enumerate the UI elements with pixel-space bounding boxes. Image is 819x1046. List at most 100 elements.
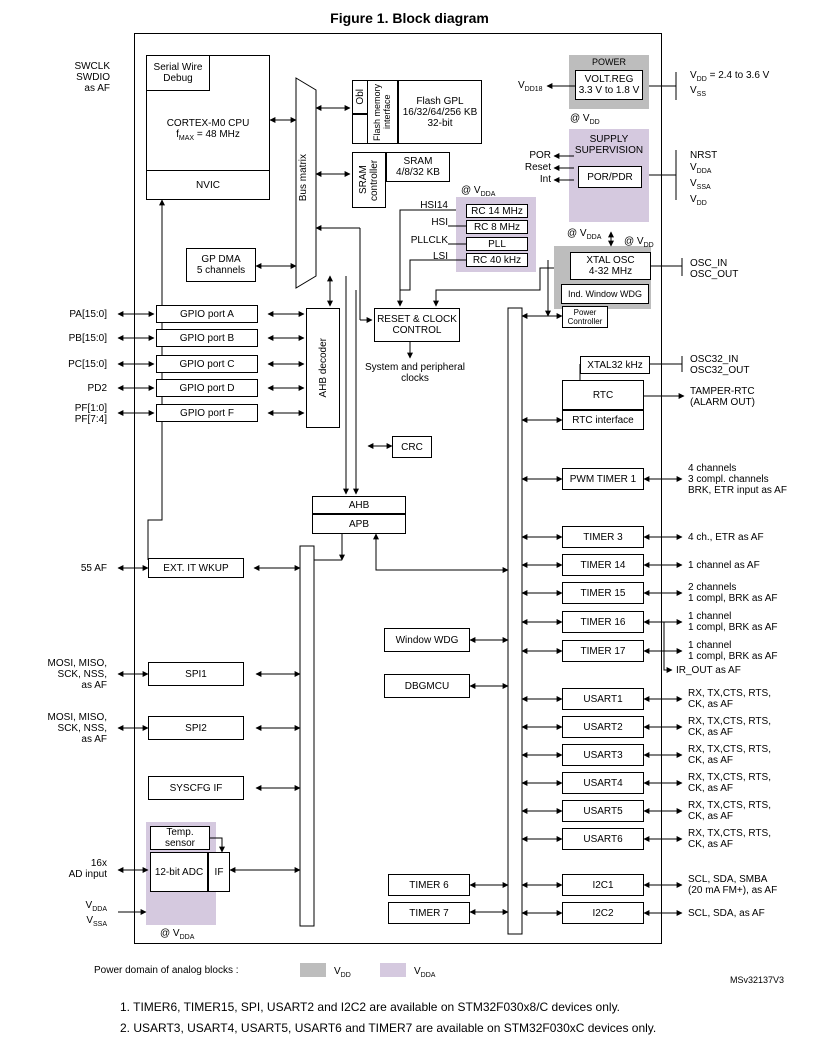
peripheral-pins-8: RX, TX,CTS, RTS, CK, as AF bbox=[688, 744, 771, 766]
swd-signals: SWCLK SWDIO as AF bbox=[74, 61, 110, 94]
footnote-1: 1. TIMER6, TIMER15, SPI, USART2 and I2C2… bbox=[120, 1000, 621, 1014]
rc-8mhz: RC 8 MHz bbox=[466, 220, 528, 234]
peripheral-pins-0: 4 channels 3 compl. channels BRK, ETR in… bbox=[688, 462, 787, 496]
sram-block: SRAM 4/8/32 KB bbox=[386, 152, 450, 182]
gpio-pins-b: PB[15:0] bbox=[68, 333, 107, 344]
serial-wire-debug: Serial Wire Debug bbox=[146, 55, 210, 91]
chip-outline bbox=[134, 33, 662, 944]
peripheral-timer-3: TIMER 3 bbox=[562, 526, 644, 548]
adc-input: 16x AD input bbox=[68, 858, 107, 880]
temp-sensor: Temp. sensor bbox=[150, 826, 210, 850]
at-vdd: @ VDD bbox=[570, 113, 600, 126]
crc-block: CRC bbox=[392, 436, 432, 458]
peripheral-pins-5: 1 channel 1 compl, BRK as AF bbox=[688, 640, 778, 662]
voltage-regulator: VOLT.REG 3.3 V to 1.8 V bbox=[575, 70, 643, 100]
sram-controller: SRAM controller bbox=[352, 152, 386, 208]
peripheral-pins-13: SCL, SDA, as AF bbox=[688, 907, 765, 919]
gpio-port-c: GPIO port C bbox=[156, 355, 258, 373]
ext-it-wkup: EXT. IT WKUP bbox=[148, 558, 244, 578]
peripheral-timer-16: TIMER 16 bbox=[562, 611, 644, 633]
ahb-bridge: AHB bbox=[312, 496, 406, 514]
peripheral-pins-7: RX, TX,CTS, RTS, CK, as AF bbox=[688, 716, 771, 738]
gpio-pins-d: PD2 bbox=[87, 383, 107, 394]
timer-6: TIMER 6 bbox=[388, 874, 470, 896]
peripheral-pwm-timer-1: PWM TIMER 1 bbox=[562, 468, 644, 490]
supply-supervision-title: SUPPLY SUPERVISION bbox=[574, 134, 644, 156]
gpio-port-a: GPIO port A bbox=[156, 305, 258, 323]
rtc-block: RTC bbox=[562, 380, 644, 410]
apb-bridge: APB bbox=[312, 514, 406, 534]
spi1-block: SPI1 bbox=[148, 662, 244, 686]
osc32-pins: OSC32_IN OSC32_OUT bbox=[690, 354, 750, 376]
legend-swatch-vdda bbox=[380, 963, 406, 977]
ind-window-wdg: Ind. Window WDG bbox=[561, 284, 649, 304]
legend-swatch-vdd bbox=[300, 963, 326, 977]
ir-out: IR_OUT as AF bbox=[676, 665, 741, 676]
at-vdda-clocks: @ VDDA bbox=[461, 185, 496, 198]
peripheral-pins-2: 1 channel as AF bbox=[688, 559, 760, 571]
gpio-pins-f: PF[1:0] PF[7:4] bbox=[74, 403, 107, 425]
nvic-block: NVIC bbox=[146, 170, 270, 200]
peripheral-pins-4: 1 channel 1 compl, BRK as AF bbox=[688, 611, 778, 633]
adc-12bit: 12-bit ADC bbox=[150, 852, 208, 892]
peripheral-usart2: USART2 bbox=[562, 716, 644, 738]
footnote-2: 2. USART3, USART4, USART5, USART6 and TI… bbox=[120, 1021, 657, 1035]
dbgmcu: DBGMCU bbox=[384, 674, 470, 698]
peripheral-timer-14: TIMER 14 bbox=[562, 554, 644, 576]
xtal32-khz: XTAL32 kHz bbox=[580, 356, 650, 374]
ext-it-pins: 55 AF bbox=[80, 563, 107, 574]
supervision-output-por: POR bbox=[529, 150, 551, 161]
rc-14mhz: RC 14 MHz bbox=[466, 204, 528, 218]
peripheral-pins-12: SCL, SDA, SMBA (20 mA FM+), as AF bbox=[688, 874, 778, 896]
adc-at-vdda: @ VDDA bbox=[160, 928, 195, 941]
gpio-port-d: GPIO port D bbox=[156, 379, 258, 397]
peripheral-pins-11: RX, TX,CTS, RTS, CK, as AF bbox=[688, 828, 771, 850]
figure-ref: MSv32137V3 bbox=[730, 975, 785, 985]
reset-clock-control: RESET & CLOCK CONTROL bbox=[374, 308, 460, 342]
legend-label: Power domain of analog blocks : bbox=[94, 965, 239, 976]
peripheral-pins-9: RX, TX,CTS, RTS, CK, as AF bbox=[688, 772, 771, 794]
pll-block: PLL bbox=[466, 237, 528, 251]
peripheral-pins-6: RX, TX,CTS, RTS, CK, as AF bbox=[688, 688, 771, 710]
power-title: POWER bbox=[591, 57, 626, 67]
gpio-pins-a: PA[15:0] bbox=[69, 309, 107, 320]
gpio-port-b: GPIO port B bbox=[156, 329, 258, 347]
hsi14-label: HSI14 bbox=[420, 200, 448, 211]
supervision-output-int: Int bbox=[539, 174, 551, 185]
legend-vdd: VDD bbox=[334, 966, 351, 979]
xtal-osc: XTAL OSC 4-32 MHz bbox=[570, 252, 651, 280]
peripheral-pins-1: 4 ch., ETR as AF bbox=[688, 531, 764, 543]
supervision-output-reset: Reset bbox=[524, 162, 551, 173]
hsi-label: HSI bbox=[431, 217, 448, 228]
gpio-pins-c: PC[15:0] bbox=[68, 359, 107, 370]
legend-vdda: VDDA bbox=[414, 966, 436, 979]
spi2-pins: MOSI, MISO, SCK, NSS, as AF bbox=[47, 712, 107, 745]
power-controller: Power Controller bbox=[562, 306, 608, 328]
flash-memory-interface: Flash memory interface bbox=[352, 80, 398, 144]
at-vdd-xtal: @ VDD bbox=[624, 236, 654, 249]
gp-dma: GP DMA 5 channels bbox=[186, 248, 256, 282]
peripheral-i2c1: I2C1 bbox=[562, 874, 644, 896]
peripheral-usart1: USART1 bbox=[562, 688, 644, 710]
peripheral-usart3: USART3 bbox=[562, 744, 644, 766]
peripheral-usart4: USART4 bbox=[562, 772, 644, 794]
peripheral-timer-17: TIMER 17 bbox=[562, 640, 644, 662]
rc-40khz: RC 40 kHz bbox=[466, 253, 528, 267]
peripheral-usart6: USART6 bbox=[562, 828, 644, 850]
peripheral-usart5: USART5 bbox=[562, 800, 644, 822]
bus-matrix-label: Bus matrix bbox=[298, 154, 309, 202]
tamper-rtc: TAMPER-RTC (ALARM OUT) bbox=[690, 386, 755, 408]
figure-title: Figure 1. Block diagram bbox=[330, 10, 489, 26]
flash-gpl: Flash GPL 16/32/64/256 KB 32-bit bbox=[398, 80, 482, 144]
system-peripheral-clocks: System and peripheral clocks bbox=[364, 362, 466, 384]
timer-7: TIMER 7 bbox=[388, 902, 470, 924]
pllclk-label: PLLCLK bbox=[410, 235, 448, 246]
lsi-label: LSI bbox=[432, 251, 448, 262]
peripheral-pins-3: 2 channels 1 compl, BRK as AF bbox=[688, 582, 778, 604]
vdd18-label: VDD18 bbox=[518, 80, 543, 93]
window-wdg: Window WDG bbox=[384, 628, 470, 652]
